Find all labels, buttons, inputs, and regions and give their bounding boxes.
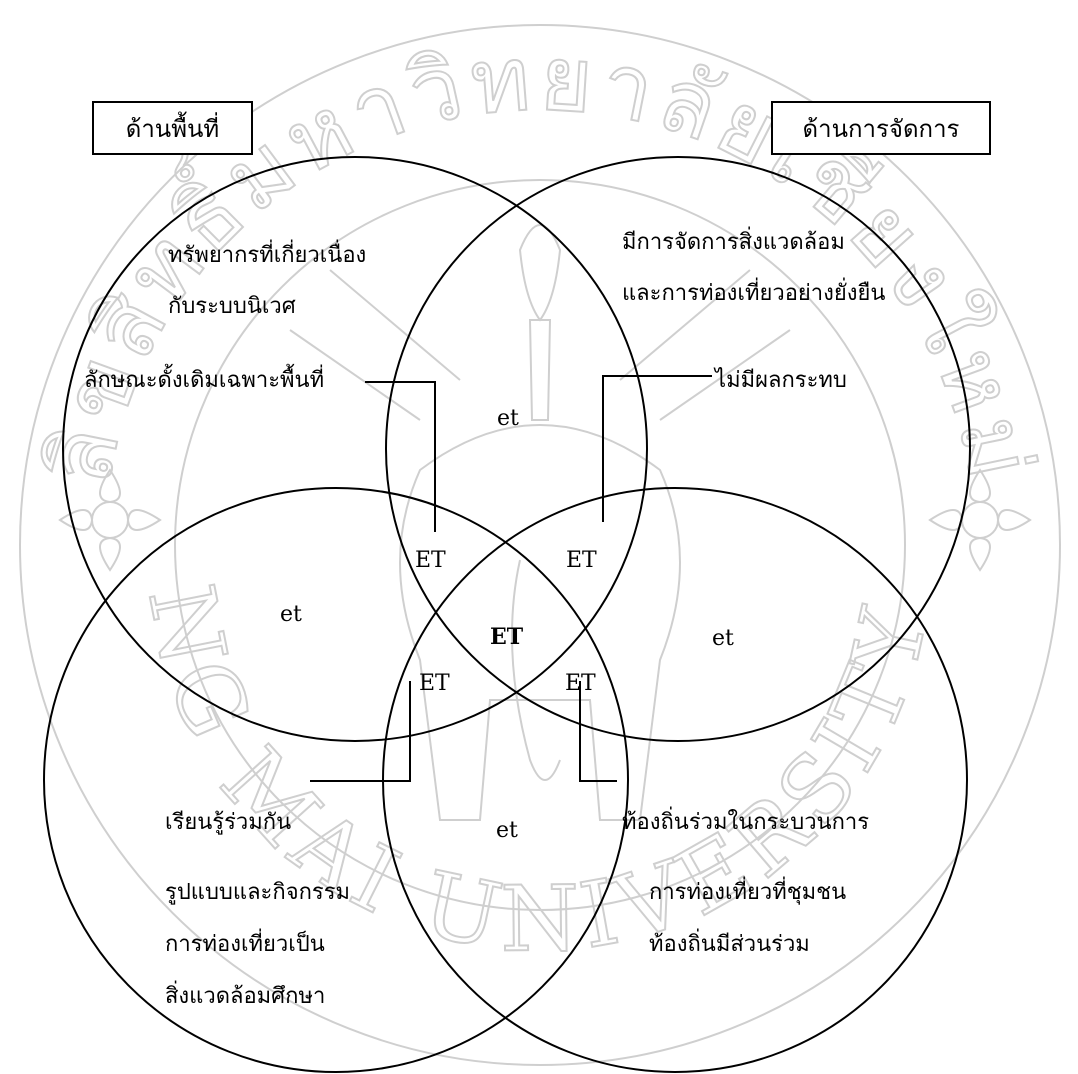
learning-text-line3: การท่องเที่ยวเป็น	[165, 934, 325, 956]
overlap-label-top: et	[497, 408, 519, 430]
circle-community	[383, 488, 967, 1072]
learning-text-line2: รูปแบบและกิจกรรม	[165, 882, 350, 904]
management-text-line1: มีการจัดการสิ่งแวดล้อม	[622, 232, 845, 254]
area-dimension-box: ด้านพื้นที่	[92, 101, 253, 155]
leader-line-management	[603, 376, 712, 522]
learning-text-line4: สิ่งแวดล้อมศึกษา	[165, 986, 325, 1008]
management-text-line2: และการท่องเที่ยวอย่างยั่งยืน	[622, 283, 885, 305]
overlap-label-upper-left: ET	[415, 550, 446, 572]
overlap-label-lower-right: ET	[565, 673, 596, 695]
area-text-line2: กับระบบนิเวศ	[168, 296, 296, 318]
overlap-label-center: ET	[490, 626, 523, 648]
area-text-line1: ทรัพยากรที่เกี่ยวเนื่อง	[168, 245, 366, 267]
management-dimension-box: ด้านการจัดการ	[771, 101, 991, 155]
community-text-line2: การท่องเที่ยวที่ชุมชน	[649, 882, 846, 904]
learning-text-line1: เรียนรู้ร่วมกัน	[165, 812, 291, 834]
community-text-line3: ท้องถิ่นมีส่วนร่วม	[649, 934, 810, 956]
overlap-label-left: et	[280, 604, 302, 626]
leader-line-area	[365, 382, 435, 532]
overlap-label-right: et	[712, 628, 734, 650]
overlap-label-lower-left: ET	[419, 673, 450, 695]
area-text-line3: ลักษณะดั้งเดิมเฉพาะพื้นที่	[84, 370, 324, 392]
community-text-line1: ท้องถิ่นร่วมในกระบวนการ	[622, 812, 869, 834]
management-text-line3: ไม่มีผลกระทบ	[715, 370, 847, 392]
overlap-label-upper-right: ET	[566, 550, 597, 572]
overlap-label-bottom: et	[496, 820, 518, 842]
